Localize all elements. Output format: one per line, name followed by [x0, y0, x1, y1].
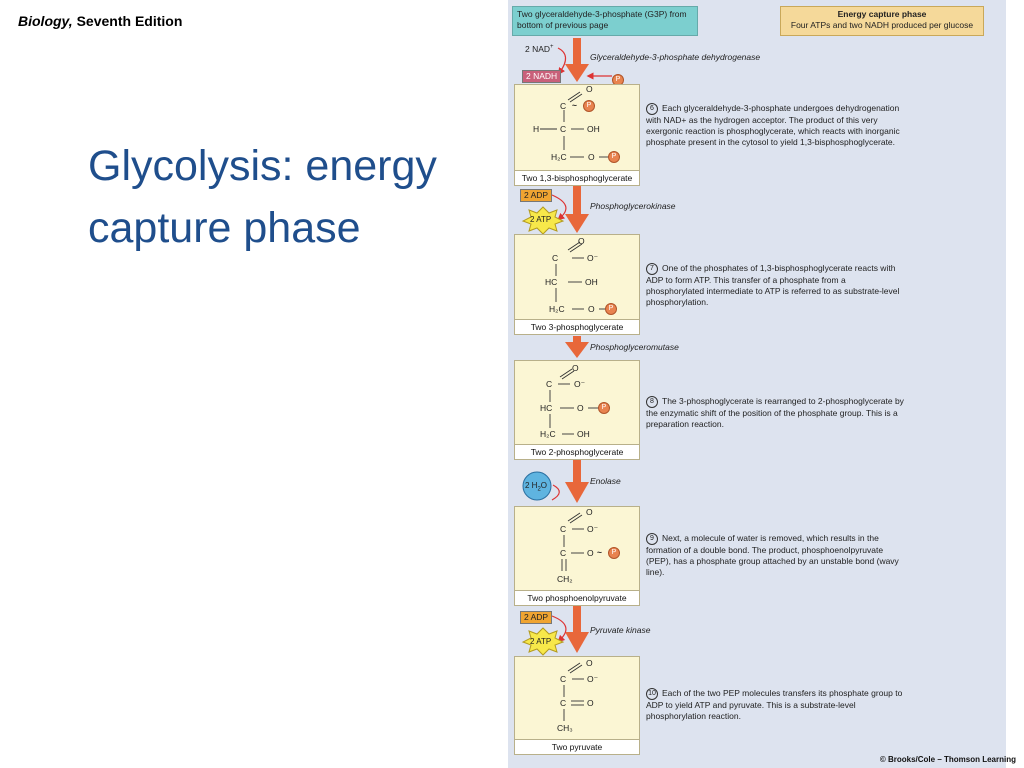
molecule-box-3 [514, 360, 640, 445]
atom: O⁻ [587, 524, 599, 534]
atp-label-1: 2 ATP [530, 215, 552, 224]
book-title: Biology, Seventh Edition [18, 13, 182, 29]
nadh-tag: 2 NADH [522, 70, 562, 83]
header-energy-title: Energy capture phase [837, 9, 927, 19]
phosphate-icon: P [612, 73, 624, 86]
atom: CH₃ [557, 723, 573, 733]
atom: OH [585, 277, 598, 287]
atom: C [560, 674, 567, 684]
step-number: 8 [646, 396, 658, 408]
book-name: Biology, [18, 13, 73, 29]
atom: O [587, 548, 594, 558]
water-circle [522, 471, 552, 501]
atom: O [578, 236, 585, 246]
adp-curve-arrow-2 [551, 615, 567, 643]
phosphate-icon: P [608, 547, 620, 559]
atom: H₂C [551, 152, 567, 162]
phosphate-icon: P [608, 151, 620, 163]
header-energy-capture: Energy capture phase Four ATPs and two N… [780, 6, 984, 36]
header-energy-sub: Four ATPs and two NADH produced per gluc… [790, 20, 974, 30]
atom: C [560, 698, 567, 708]
main-arrow-3 [565, 336, 589, 358]
phosphate-icon: P [605, 303, 617, 315]
atom: HC [540, 403, 553, 413]
atom: H₂C [549, 304, 565, 314]
atom: C [560, 124, 567, 134]
atom: O [586, 658, 593, 668]
slide-title: Glycolysis: energy capture phase [88, 142, 437, 252]
book-edition: Seventh Edition [76, 13, 183, 29]
atom: OH [577, 429, 590, 439]
atp-star-2 [521, 627, 565, 656]
phosphate-icon: P [583, 100, 595, 112]
main-arrow-2 [565, 186, 589, 233]
atom: C [546, 379, 553, 389]
nad-curve-arrow [557, 47, 567, 75]
phosphate-in: P [612, 71, 624, 89]
enzyme-g3p-dehydrogenase: Glyceraldehyde-3-phosphate dehydrogenase [590, 52, 761, 62]
adp-tag-1: 2 ADP [520, 189, 553, 202]
atp-label-2: 2 ATP [530, 637, 552, 646]
atom: OH [587, 124, 600, 134]
enzyme-pyruvate-kinase: Pyruvate kinase [590, 625, 651, 635]
step-number: 6 [646, 103, 658, 115]
atom: O⁻ [587, 674, 599, 684]
molecule-caption-1: Two 1,3-bisphosphoglycerate [514, 170, 640, 186]
molecule-caption-2: Two 3-phosphoglycerate [514, 319, 640, 335]
atom: C [560, 101, 567, 111]
molecule-caption-4: Two phosphoenolpyruvate [514, 590, 640, 606]
main-arrow-4 [565, 459, 589, 503]
atom: O [586, 84, 593, 94]
atom: O [588, 152, 595, 162]
step-number: 9 [646, 533, 658, 545]
nad-label: 2 NAD+ [525, 44, 554, 54]
atom: HC [545, 277, 558, 287]
water-label: 2 H2O [525, 481, 548, 493]
enzyme-enolase: Enolase [590, 476, 621, 486]
atom: CH₂ [557, 574, 573, 584]
atom: O [588, 304, 595, 314]
enzyme-phosphoglycerokinase: Phosphoglycerokinase [590, 201, 676, 211]
step-number: 7 [646, 263, 658, 275]
atom: H₂C [540, 429, 556, 439]
wavy-bond: ~ [597, 547, 602, 557]
atom: O [577, 403, 584, 413]
wavy-bond: ~ [572, 100, 577, 110]
atom: O [586, 507, 593, 517]
atom: O⁻ [587, 253, 599, 263]
atom: C [560, 548, 567, 558]
molecule-caption-5: Two pyruvate [514, 739, 640, 755]
adp-curve-arrow-1 [551, 194, 567, 221]
atom: O [572, 363, 579, 373]
molecule-box-5 [514, 656, 640, 740]
main-arrow-1 [565, 38, 589, 82]
atom: H [533, 124, 540, 134]
atom: C [560, 524, 567, 534]
enzyme-phosphoglyceromutase: Phosphoglyceromutase [590, 342, 679, 352]
copyright-credit: © Brooks/Cole – Thomson Learning [879, 755, 1016, 764]
molecule-caption-3: Two 2-phosphoglycerate [514, 444, 640, 460]
water-curve-arrow [551, 484, 560, 501]
step-number: 10 [646, 688, 658, 700]
phosphate-icon: P [598, 402, 610, 414]
atom: C [552, 253, 559, 263]
atom: O [587, 698, 594, 708]
atom: O⁻ [574, 379, 586, 389]
adp-tag-2: 2 ADP [520, 611, 553, 624]
molecule-box-4 [514, 506, 640, 591]
main-arrow-5 [565, 605, 589, 653]
header-g3p: Two glyceraldehyde-3-phosphate (G3P) fro… [512, 6, 698, 36]
